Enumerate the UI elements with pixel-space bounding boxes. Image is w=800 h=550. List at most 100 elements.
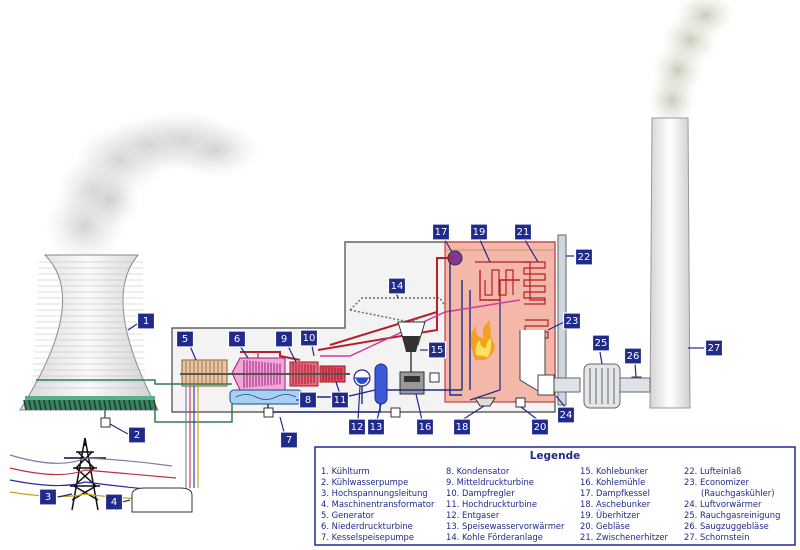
legend-item: 3. Hochspannungsleitung	[321, 488, 428, 498]
label-12-text: 12	[351, 422, 364, 433]
legend-item: 1. Kühlturm	[321, 466, 370, 476]
label-10: 10	[299, 329, 319, 347]
label-27: 27	[704, 339, 724, 357]
label-23-text: 23	[566, 316, 579, 327]
legend-item: 19. Überhitzer	[580, 510, 640, 520]
label-15: 15	[427, 341, 447, 359]
feedwater-heater	[374, 363, 388, 405]
legend-item: 26. Saugzuggebläse	[684, 521, 769, 531]
label-22: 22	[574, 248, 594, 266]
label-23: 23	[562, 312, 582, 330]
condenser	[229, 389, 303, 405]
coal-mill	[399, 371, 425, 395]
label-20: 20	[530, 418, 550, 436]
label-4: 4	[104, 493, 124, 511]
label-20-text: 20	[534, 422, 547, 433]
label-5-text: 5	[182, 334, 188, 345]
ash-bunker	[474, 397, 496, 407]
label-3-text: 3	[45, 492, 51, 503]
legend-item: 16. Kohlemühle	[580, 477, 645, 487]
legend-item: 15. Kohlebunker	[580, 466, 649, 476]
legend-item: 11. Hochdruckturbine	[446, 499, 537, 509]
label-3: 3	[38, 488, 58, 506]
transformer	[131, 487, 193, 513]
label-6-text: 6	[234, 334, 240, 345]
label-8: 8	[298, 391, 318, 409]
boiler	[444, 241, 556, 403]
legend-item: 7. Kesselspeisepumpe	[321, 532, 414, 542]
label-2-text: 2	[134, 430, 140, 441]
label-13-text: 13	[370, 422, 383, 433]
coal-bunker	[397, 321, 426, 372]
label-13: 13	[366, 418, 386, 436]
label-7: 7	[279, 431, 299, 449]
label-4-text: 4	[111, 497, 117, 508]
flue-gas-cleaning	[583, 363, 621, 409]
label-16-text: 16	[419, 422, 432, 433]
label-17: 17	[431, 223, 451, 241]
label-1: 1	[136, 312, 156, 330]
label-5: 5	[175, 330, 195, 348]
steam-lines	[240, 257, 455, 361]
legend-item: 2. Kühlwasserpumpe	[321, 477, 408, 487]
label-24-text: 24	[560, 410, 573, 421]
legend-item: 12. Entgaser	[446, 510, 500, 520]
label-21-text: 21	[517, 227, 530, 238]
legend-item: 24. Luftvorwärmer	[684, 499, 762, 509]
air-preheater	[537, 374, 555, 396]
legend-item: 14. Kohle Förderanlage	[446, 532, 543, 542]
boiler-flames	[470, 320, 495, 360]
label-14-text: 14	[391, 281, 404, 292]
legend-title: Legende	[530, 450, 581, 462]
chimney-smoke	[648, 0, 735, 128]
label-21: 21	[513, 223, 533, 241]
label-15-text: 15	[431, 345, 444, 356]
legend-item: 13. Speisewasservorwärmer	[446, 521, 565, 531]
legend-item: 6. Niederdruckturbine	[321, 521, 413, 531]
label-14: 14	[387, 277, 407, 295]
legend-item: 9. Mitteldruckturbine	[446, 477, 534, 487]
label-16: 16	[415, 418, 435, 436]
label-22-text: 22	[578, 252, 591, 263]
label-9: 9	[274, 330, 294, 348]
label-19-text: 19	[473, 227, 486, 238]
label-9-text: 9	[281, 334, 287, 345]
legend-item: 27. Schornstein	[684, 532, 749, 542]
label-11: 11	[330, 391, 350, 409]
label-25: 25	[591, 334, 611, 352]
label-2: 2	[127, 426, 147, 444]
deaerator	[353, 369, 371, 387]
label-6: 6	[227, 330, 247, 348]
legend-item: 5. Generator	[321, 510, 375, 520]
air-inlet	[557, 234, 567, 406]
legend-item: 18. Aschebunker	[580, 499, 651, 509]
legend-item: 22. Lufteinlaß	[684, 466, 741, 476]
legend-item: 23. Economizer	[684, 477, 749, 487]
label-8-text: 8	[305, 395, 311, 406]
label-17-text: 17	[435, 227, 448, 238]
label-18: 18	[452, 418, 472, 436]
legend-item: 21. Zwischenerhitzer	[580, 532, 669, 542]
label-18-text: 18	[456, 422, 469, 433]
label-1-text: 1	[143, 316, 149, 327]
legend-item: 17. Dampfkessel	[580, 488, 650, 498]
label-27-text: 27	[708, 343, 721, 354]
generator-cables	[185, 386, 199, 488]
label-26: 26	[623, 347, 643, 365]
legend-item: 4. Maschinentransformator	[321, 499, 435, 509]
legend-item: 20. Gebläse	[580, 521, 630, 531]
chimney	[649, 117, 691, 409]
label-10-text: 10	[303, 333, 316, 344]
cooling-tower	[19, 254, 159, 411]
label-24: 24	[556, 406, 576, 424]
transmission-pylon	[64, 437, 106, 511]
label-12: 12	[347, 418, 367, 436]
cooling-tower-plume	[45, 110, 260, 265]
label-25-text: 25	[595, 338, 608, 349]
legend-item: 8. Kondensator	[446, 466, 510, 476]
label-19: 19	[469, 223, 489, 241]
label-26-text: 26	[627, 351, 640, 362]
